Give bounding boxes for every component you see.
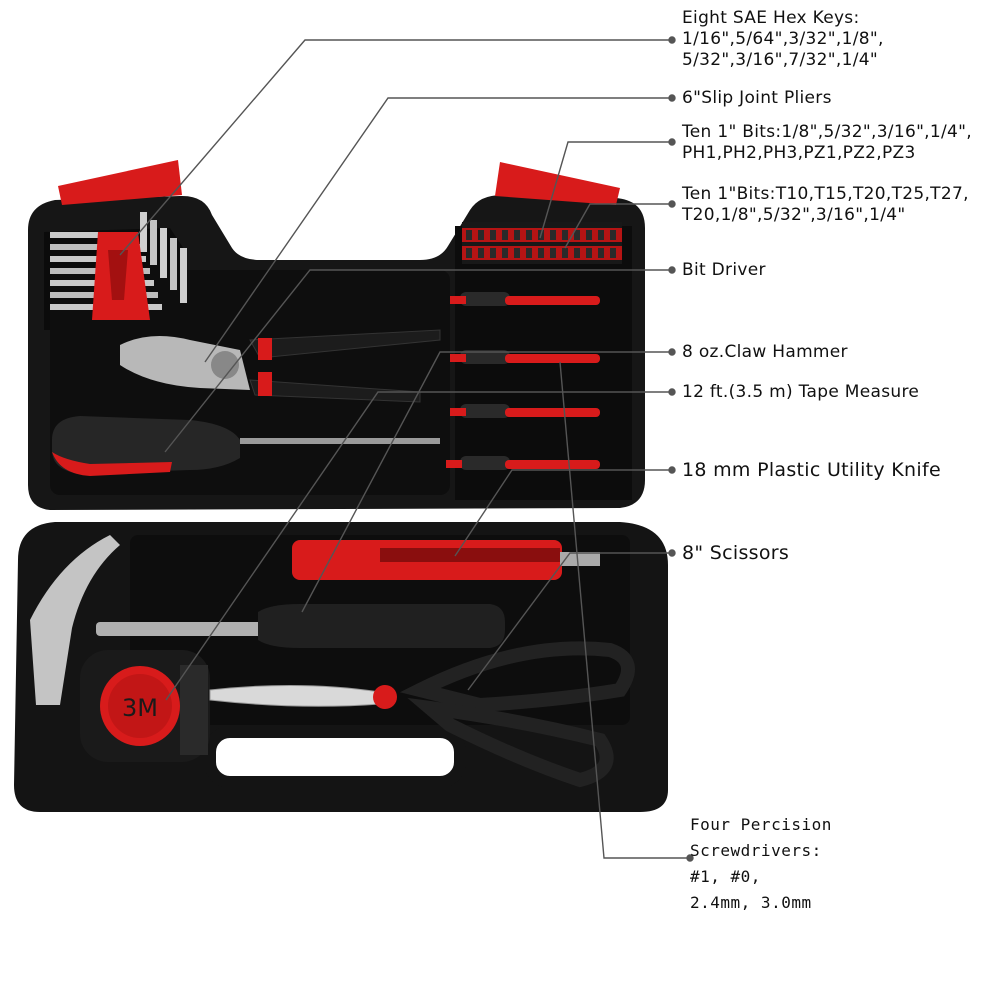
callout-bits-b: Ten 1"Bits:T10,T15,T20,T25,T27, T20,1/8"… xyxy=(682,184,969,225)
callout-bits-a: Ten 1" Bits:1/8",5/32",3/16",1/4", PH1,P… xyxy=(682,122,972,163)
claw-hammer xyxy=(30,535,505,705)
callout-tape-measure: 12 ft.(3.5 m) Tape Measure xyxy=(682,382,920,402)
callout-utility-knife: 18 mm Plastic Utility Knife xyxy=(682,459,941,481)
callout-hex-keys: Eight SAE Hex Keys: 1/16",5/64",3/32",1/… xyxy=(682,8,884,70)
bit-holder xyxy=(462,222,622,264)
callout-claw-hammer: 8 oz.Claw Hammer xyxy=(682,342,848,362)
lid-clasp-right xyxy=(495,162,620,205)
tape-brand-label: 3M xyxy=(122,694,158,722)
lid-clasp-left xyxy=(58,160,182,205)
precision-screwdrivers xyxy=(446,292,600,470)
utility-knife xyxy=(292,540,600,580)
scissors xyxy=(209,641,635,788)
callout-pliers: 6"Slip Joint Pliers xyxy=(682,88,832,108)
tape-measure xyxy=(80,650,210,762)
callout-bit-driver: Bit Driver xyxy=(682,260,766,280)
callout-leaders xyxy=(119,36,694,862)
callout-precision-screwdrivers: Four Percision Screwdrivers: #1, #0, 2.4… xyxy=(690,815,832,912)
slip-joint-pliers xyxy=(120,329,441,403)
hex-keys xyxy=(50,212,187,320)
bit-driver xyxy=(52,416,440,476)
callout-scissors: 8" Scissors xyxy=(682,542,790,564)
